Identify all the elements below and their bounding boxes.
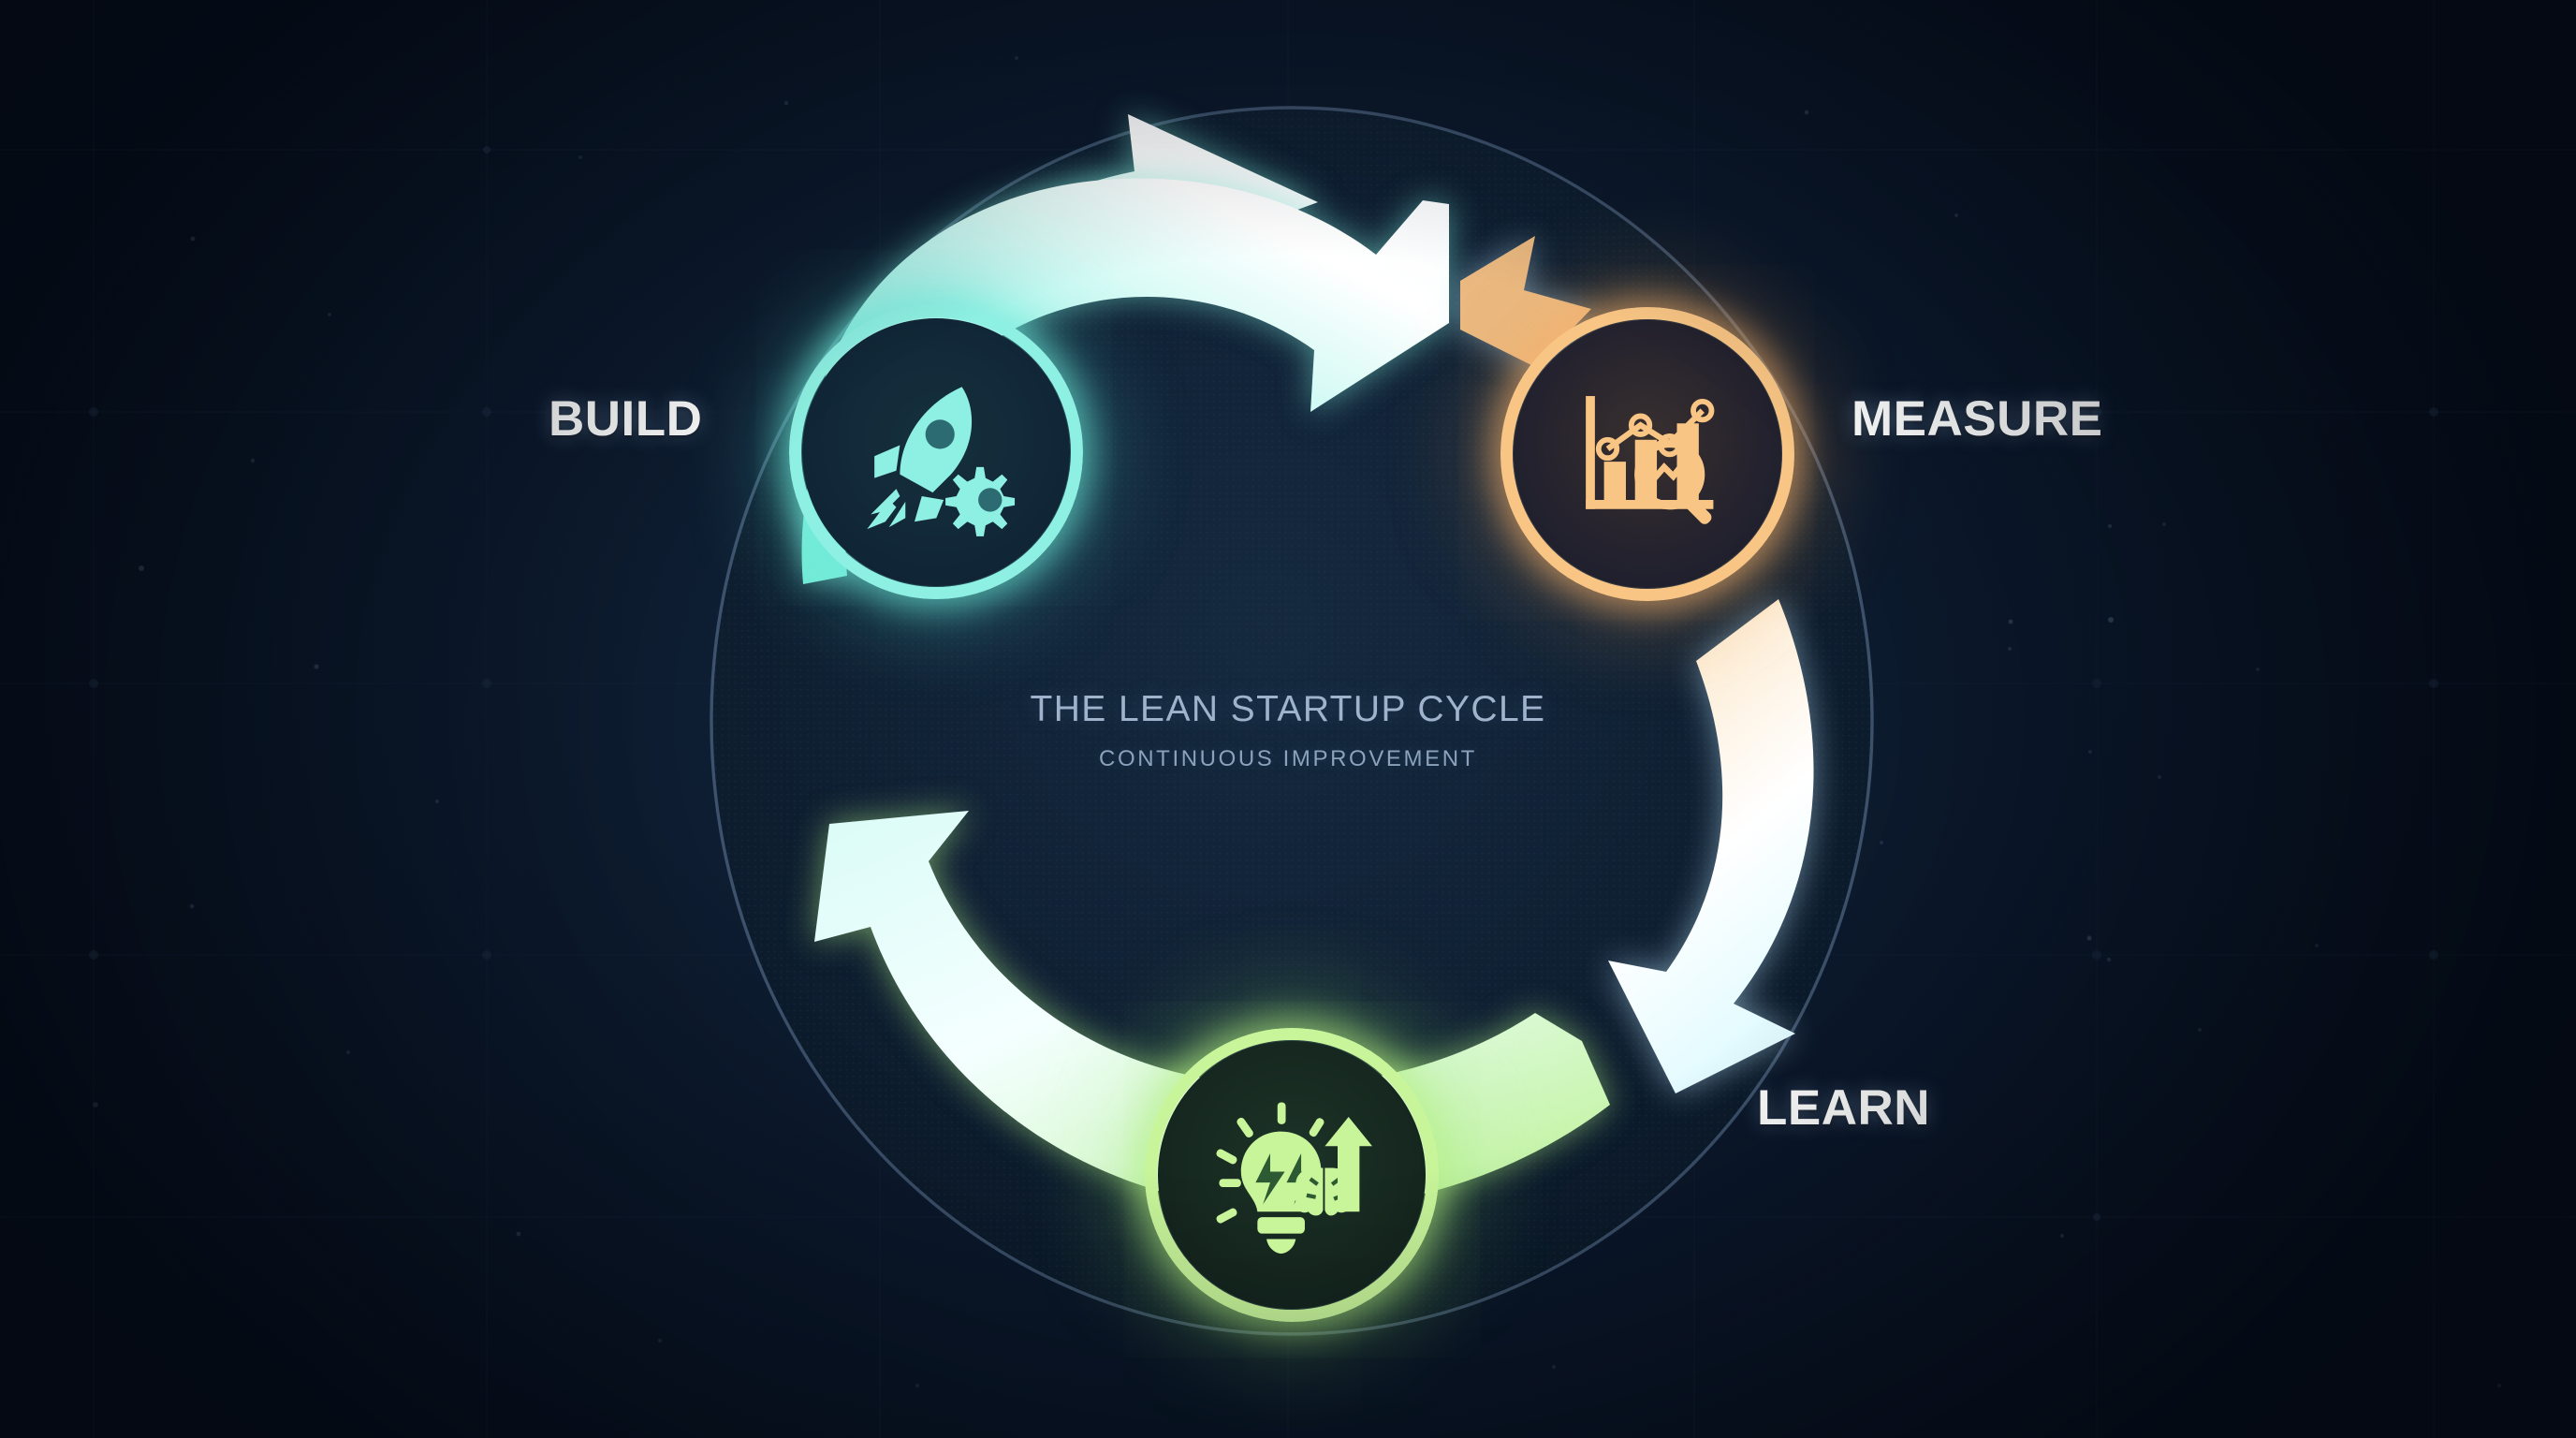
center-title: THE LEAN STARTUP CYCLE (1030, 689, 1546, 729)
stage-node-learn[interactable] (1145, 1028, 1439, 1322)
stage-node-measure[interactable] (1500, 307, 1794, 601)
stage-label-measure: MEASURE (1852, 391, 2103, 447)
stage-node-build[interactable] (789, 305, 1083, 599)
stage-label-learn: LEARN (1757, 1080, 1931, 1136)
stage-label-build: BUILD (549, 391, 703, 447)
lightbulb-brain-arrow-icon (1216, 1102, 1372, 1254)
rocket-gear-icon (867, 386, 1015, 536)
center-subtitle: CONTINUOUS IMPROVEMENT (1099, 746, 1477, 771)
bar-chart-magnifier-icon (1585, 395, 1715, 524)
